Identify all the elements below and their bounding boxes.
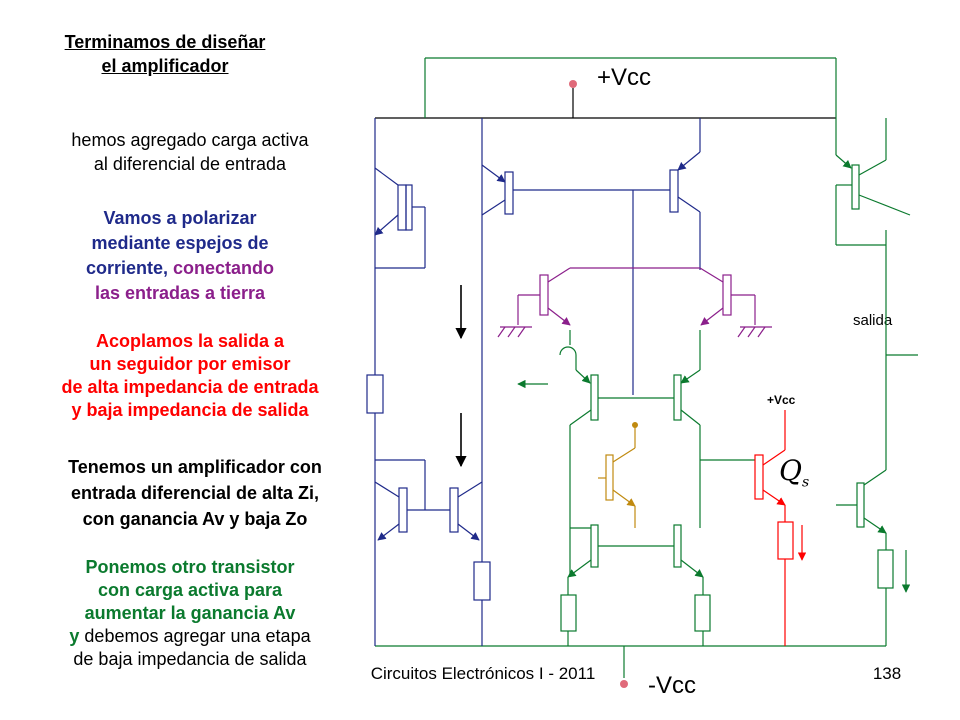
mirror-transistor-right [673,524,682,568]
bias-current-mirrors [366,118,701,646]
title-line-1: Terminamos de diseñar [64,32,266,52]
note-follower: Acoplamos la salida a un seguidor por em… [10,330,370,422]
note-bias-line-4: las entradas a tierra [94,283,266,303]
note-gain-line-1: Ponemos otro transistor [85,557,295,577]
bias-resistor-left [366,374,384,414]
note-gain: Ponemos otro transistor con carga activa… [10,556,370,671]
title-line-2: el amplificador [101,56,229,76]
note-gain-line-4b: debemos agregar una etapa [79,626,311,646]
note-bias: Vamos a polarizar mediante espejos de co… [15,206,345,306]
note-active-load: hemos agregado carga activa al diferenci… [20,128,360,176]
bias-transistor-bottom-right [449,487,459,533]
note-summary: Tenemos un amplificador con entrada dife… [20,454,370,532]
supply-rails [375,57,886,678]
input-differential-pair [497,267,772,338]
mirror-transistor-left [590,524,599,568]
note-gain-line-3: aumentar la ganancia Av [84,603,296,623]
note-gain-line-2: con carga activa para [97,580,283,600]
note-follower-line-2: un seguidor por emisor [89,354,291,374]
note-summary-line-3: con ganancia Av y baja Zo [82,509,308,529]
qs-label-sub: s [801,474,810,491]
slide-title: Terminamos de diseñar el amplificador [10,30,320,78]
bias-transistor-top-left [397,184,407,231]
emitter-resistor-right [694,594,711,632]
gain-transistor-left [590,374,599,421]
salida-label: salida [853,312,893,329]
note-bias-line-2: mediante espejos de [91,233,269,253]
note-bias-line-1: Vamos a polarizar [103,208,257,228]
note-summary-line-1: Tenemos un amplificador con [68,457,322,477]
output-emitter-resistor [877,549,894,589]
emitter-resistor-left [560,594,577,632]
note-active-load-line-2: al diferencial de entrada [93,154,287,174]
added-gain-transistor [598,425,636,528]
vcc-terminal [569,80,577,88]
diff-load-transistor-right [669,169,679,213]
note-bias-line-3b: conectando [168,258,275,278]
note-gain-line-5: de baja impedancia de salida [73,649,307,669]
note-gain-line-4: y debemos agregar una etapa [10,625,370,648]
note-follower-line-4: y baja impedancia de salida [71,400,309,420]
gain-stage [517,118,918,646]
input-transistor-left [539,274,549,316]
note-summary-line-2: entrada diferencial de alta Zi, [70,483,320,503]
note-gain-line-4a: y [69,626,80,646]
output-transistor-bottom [856,482,865,528]
vee-label: -Vcc [648,672,696,699]
diff-load-transistor-left [504,171,514,215]
added-transistor-node [632,422,638,428]
added-transistor-body [605,454,614,501]
vcc-top-label: +Vcc [597,64,652,91]
qs-label-main: Q [779,454,802,487]
qs-transistor [754,454,764,500]
vcc-small-label: +Vcc [767,393,796,407]
footer-page-number: 138 [872,664,902,683]
input-transistor-right [722,274,732,316]
note-follower-line-1: Acoplamos la salida a [95,331,285,351]
output-transistor-top [851,164,860,210]
qs-emitter-resistor [777,521,794,560]
gain-transistor-right [673,374,682,421]
note-bias-line-3: corriente, conectando [15,256,345,281]
bias-transistor-bottom-left [398,487,408,533]
bias-resistor-right [473,561,491,601]
qs-label: Qs [779,454,809,491]
note-bias-line-3a: corriente, [85,258,168,278]
note-active-load-line-1: hemos agregado carga activa [71,130,309,150]
note-follower-line-3: de alta impedancia de entrada [61,377,319,397]
vee-terminal [620,680,628,688]
qs-stage [754,410,807,646]
footer-course: Circuitos Electrónicos I - 2011 [370,664,596,683]
